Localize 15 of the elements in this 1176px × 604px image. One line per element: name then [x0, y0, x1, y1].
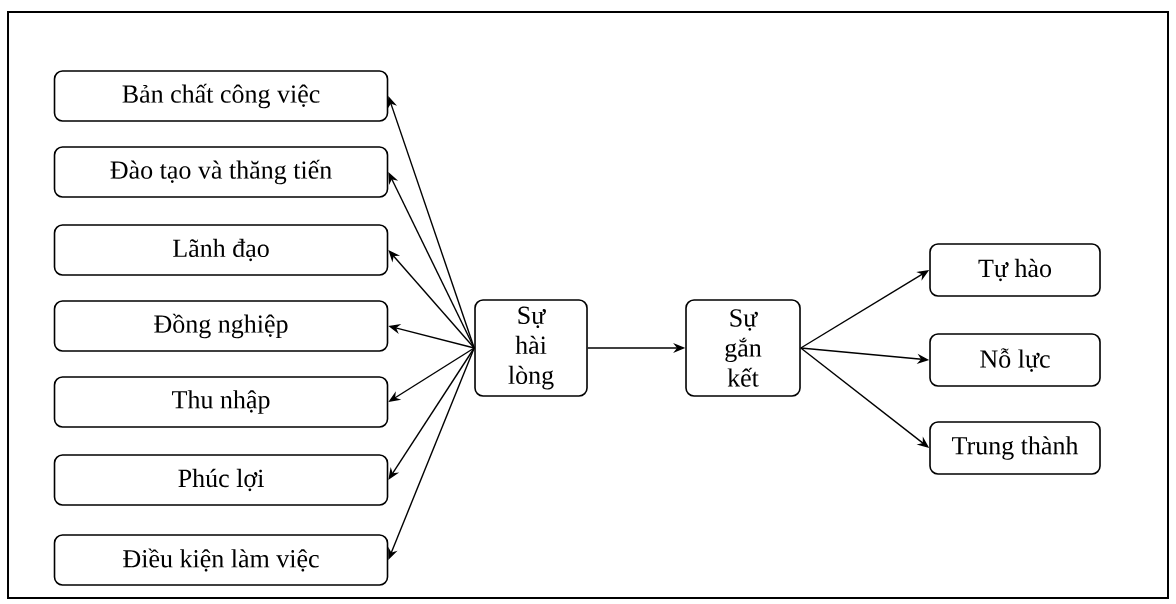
arrow	[388, 172, 475, 349]
process-box: Sự gắn kết	[685, 299, 801, 397]
process-box: Thu nhập	[53, 376, 389, 428]
arrow	[388, 250, 475, 349]
arrow	[388, 347, 475, 480]
process-box: Nỗ lực	[929, 333, 1101, 387]
process-box: Đào tạo và thăng tiến	[53, 146, 389, 198]
process-box: Trung thành	[929, 421, 1101, 475]
process-box: Bản chất công việc	[53, 70, 389, 122]
process-box: Sự hài lòng	[474, 299, 588, 397]
process-box: Điều kiện làm việc	[53, 534, 389, 586]
process-box: Lãnh đạo	[53, 224, 389, 276]
process-box: Phúc lợi	[53, 454, 389, 506]
process-box: Tự hào	[929, 243, 1101, 297]
process-box: Đồng nghiệp	[53, 300, 389, 352]
